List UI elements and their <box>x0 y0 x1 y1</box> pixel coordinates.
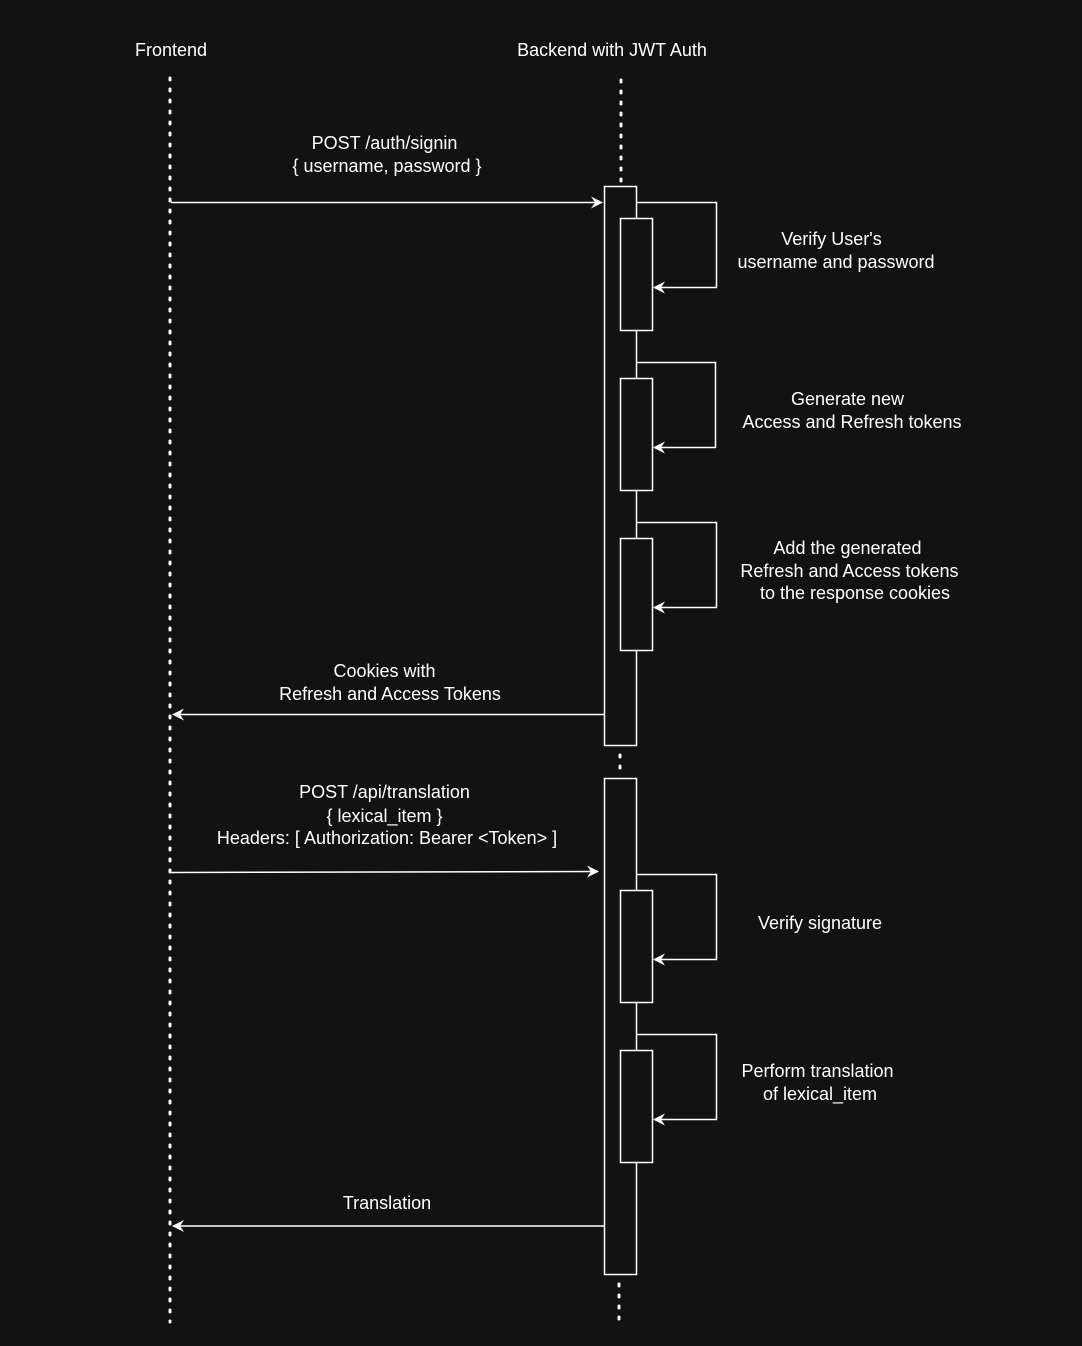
message-translation-request-arrow <box>170 865 599 878</box>
self-call-label-add-cookies: Add the generated Refresh and Access tok… <box>740 538 963 603</box>
message-signin-label: POST /auth/signin { username, password } <box>292 133 481 176</box>
message-label-line: POST /auth/signin <box>312 133 458 153</box>
self-call-label-line: Verify User's <box>781 229 881 249</box>
self-call-label-line: Verify signature <box>758 913 882 933</box>
message-label-line: Translation <box>343 1193 431 1213</box>
self-call-label-generate-tokens: Generate new Access and Refresh tokens <box>742 389 961 432</box>
message-label-line: Cookies with <box>333 661 435 681</box>
message-label-line: { username, password } <box>292 156 481 176</box>
backend-activation-translation <box>603 777 638 1276</box>
message-translation-response-label: Translation <box>343 1193 431 1213</box>
participant-backend: Backend with JWT Auth <box>517 40 707 60</box>
self-call-label-line: Access and Refresh tokens <box>742 412 961 432</box>
self-call-label-line: Generate new <box>791 389 905 409</box>
self-call-label-verify-user: Verify User's username and password <box>737 229 934 272</box>
self-call-perform-translation <box>636 1033 718 1126</box>
activation-verify-user <box>619 217 654 332</box>
message-translation-request-label: POST /api/translation { lexical_item } H… <box>217 782 557 848</box>
activation-add-cookies <box>619 537 654 652</box>
self-call-label-line: Add the generated <box>773 538 921 558</box>
self-call-label-line: Refresh and Access tokens <box>740 561 958 581</box>
activation-verify-signature <box>619 889 654 1004</box>
message-label-line: { lexical_item } <box>326 806 442 827</box>
activation-perform-translation <box>619 1049 654 1164</box>
self-call-label-line: of lexical_item <box>763 1084 877 1105</box>
self-call-verify-user <box>636 201 718 294</box>
self-call-label-line: username and password <box>737 252 934 272</box>
message-label-line: Headers: [ Authorization: Bearer <Token>… <box>217 828 557 848</box>
self-call-label-perform-translation: Perform translation of lexical_item <box>741 1061 898 1105</box>
self-call-verify-signature <box>636 873 718 966</box>
participant-frontend: Frontend <box>135 40 207 60</box>
self-call-label-verify-signature: Verify signature <box>758 913 882 933</box>
message-label-line: POST /api/translation <box>299 782 470 802</box>
activation-generate-tokens <box>619 377 654 492</box>
self-call-add-cookies <box>636 521 718 614</box>
message-cookies-label: Cookies with Refresh and Access Tokens <box>279 661 501 704</box>
self-call-label-line: Perform translation <box>741 1061 893 1081</box>
message-label-line: Refresh and Access Tokens <box>279 684 501 704</box>
self-call-label-line: to the response cookies <box>760 583 950 603</box>
self-call-generate-tokens <box>636 361 717 454</box>
